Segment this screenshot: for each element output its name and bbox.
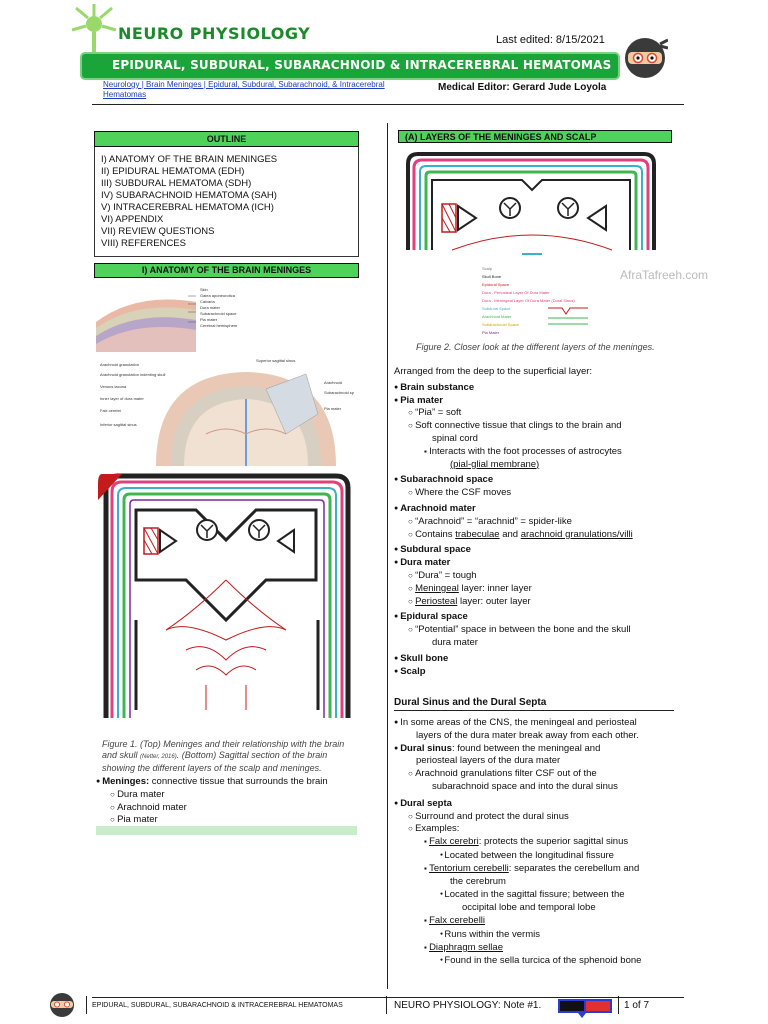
ninja-nerd-logo-icon [558, 999, 612, 1018]
list-item: Pia mater [96, 814, 358, 827]
svg-text:Pia Mater: Pia Mater [482, 330, 500, 335]
svg-text:Arachnoid Mater: Arachnoid Mater [482, 314, 512, 319]
outline-list: I) ANATOMY OF THE BRAIN MENINGES II) EPI… [101, 154, 277, 250]
outline-item[interactable]: II) EPIDURAL HEMATOMA (EDH) [101, 166, 245, 177]
outline-item[interactable]: I) ANATOMY OF THE BRAIN MENINGES [101, 154, 278, 165]
page-number: 1 of 7 [624, 1000, 650, 1011]
meninges-list: Meninges: connective tissue that surroun… [96, 776, 358, 827]
svg-text:Skull Bone: Skull Bone [482, 274, 502, 279]
svg-text:Scalp: Scalp [482, 266, 493, 271]
list-item: Arachnoid mater [96, 802, 358, 815]
svg-text:Calvaria: Calvaria [200, 299, 215, 304]
section-end-strip [96, 826, 357, 835]
section-heading-anatomy: I) ANATOMY OF THE BRAIN MENINGES [94, 263, 359, 278]
outline-item[interactable]: III) SUBDURAL HEMATOMA (SDH) [101, 178, 252, 189]
outline-heading: OUTLINE [94, 131, 359, 147]
svg-text:Arachnoid granulation: Arachnoid granulation [100, 362, 139, 367]
document-title-bar: EPIDURAL, SUBDURAL, SUBARACHNOID & INTRA… [82, 54, 618, 78]
svg-text:Epidural Space: Epidural Space [482, 282, 510, 287]
outline-box: OUTLINE I) ANATOMY OF THE BRAIN MENINGES… [94, 131, 359, 257]
figure-1-caption: Figure 1. (Top) Meninges and their relat… [102, 739, 345, 773]
meninges-schematic-diagram [96, 470, 358, 732]
last-edited: Last edited: 8/15/2021 [496, 34, 605, 46]
svg-text:Subarachnoid Space: Subarachnoid Space [482, 322, 520, 327]
svg-text:Arachnoid granulation indentin: Arachnoid granulation indenting skull [100, 372, 165, 377]
svg-text:Pia mater: Pia mater [200, 317, 218, 322]
outline-item[interactable]: VIII) REFERENCES [101, 238, 186, 249]
column-divider [387, 123, 388, 989]
svg-text:Subarachnoid space: Subarachnoid space [324, 390, 354, 395]
svg-text:Pia mater: Pia mater [324, 406, 342, 411]
medical-editor: Medical Editor: Gerard Jude Loyola [438, 82, 607, 93]
watermark: AfraTafreeh.com [620, 268, 709, 282]
svg-text:Cerebral hemisphere: Cerebral hemisphere [200, 323, 238, 328]
outline-item[interactable]: VI) APPENDIX [101, 214, 164, 225]
footer-title: EPIDURAL, SUBDURAL, SUBARACHNOID & INTRA… [92, 1002, 343, 1009]
svg-text:Skin: Skin [200, 287, 208, 292]
meninges-layers-diagram: Scalp Skull Bone Epidural Space Dura - P… [406, 152, 656, 335]
footer-separator [618, 996, 619, 1014]
footer-separator [386, 996, 387, 1014]
dural-sinus-heading: Dural Sinus and the Dural Septa [394, 697, 674, 711]
dural-sinus-notes: In some areas of the CNS, the meningeal … [394, 717, 684, 968]
svg-text:Superior sagittal sinus: Superior sagittal sinus [256, 358, 295, 363]
outline-item[interactable]: IV) SUBARACHNOID HEMATOMA (SAH) [101, 190, 277, 201]
svg-text:Arachnoid: Arachnoid [324, 380, 342, 385]
svg-text:Dura mater: Dura mater [200, 305, 221, 310]
list-item: Dura mater [96, 789, 358, 802]
brand-title: NEURO PHYSIOLOGY [118, 24, 311, 43]
footer-note-number: NEURO PHYSIOLOGY: Note #1. [394, 1000, 542, 1011]
outline-item[interactable]: V) INTRACEREBRAL HEMATOMA (ICH) [101, 202, 274, 213]
svg-text:Subarachnoid space: Subarachnoid space [200, 311, 237, 316]
header-divider [92, 104, 684, 105]
ninja-footer-icon [50, 993, 74, 1017]
breadcrumb[interactable]: Neurology | Brain Meninges | Epidural, S… [103, 80, 385, 99]
svg-text:Venous lacuna: Venous lacuna [100, 384, 127, 389]
outline-item[interactable]: VII) REVIEW QUESTIONS [101, 226, 215, 237]
footer-divider [92, 997, 684, 998]
svg-text:Inferior sagittal sinus: Inferior sagittal sinus [100, 422, 137, 427]
svg-text:Falx cerebri: Falx cerebri [100, 408, 121, 413]
svg-text:Inner layer of dura mater: Inner layer of dura mater [100, 396, 144, 401]
meninges-layers-notes: Arranged from the deep to the superficia… [394, 366, 684, 678]
section-heading-layers: (A) LAYERS OF THE MENINGES AND SCALP [398, 130, 672, 143]
svg-text:Dura - Periosteal Layer Of Dur: Dura - Periosteal Layer Of Dura Mater [482, 290, 550, 295]
svg-text:Dura - Meningeal Layer Of Dura: Dura - Meningeal Layer Of Dura Mater (Du… [482, 298, 575, 303]
ninja-mascot-icon [625, 38, 668, 78]
svg-text:Subdural Space: Subdural Space [482, 306, 511, 311]
footer-separator [86, 996, 87, 1014]
document-title: EPIDURAL, SUBDURAL, SUBARACHNOID & INTRA… [112, 58, 612, 72]
svg-text:Galea aponeurotica: Galea aponeurotica [200, 293, 236, 298]
figure-2-caption: Figure 2. Closer look at the different l… [416, 342, 655, 352]
